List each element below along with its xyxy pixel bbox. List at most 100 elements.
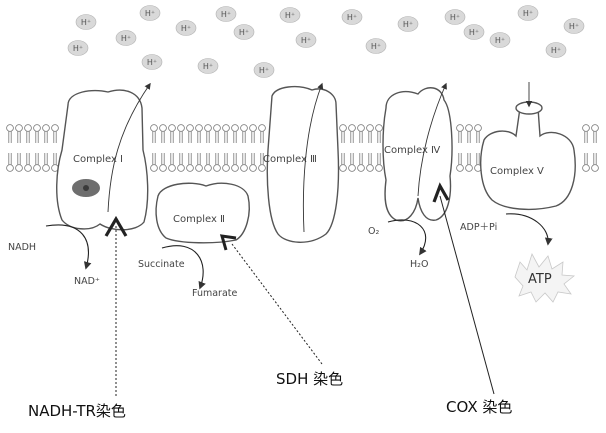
atp-burst: ATP [515, 254, 574, 302]
lipid-head [151, 165, 158, 172]
lipid-head [205, 165, 212, 172]
nadh-arrow [46, 225, 88, 268]
lipid-head [232, 165, 239, 172]
lipid-head [250, 165, 257, 172]
lipid-head [205, 125, 212, 132]
complex-5-label: Complex Ⅴ [490, 166, 544, 177]
lipid-head [367, 125, 374, 132]
complex-1: Complex Ⅰ [57, 90, 148, 230]
lipid-head [592, 125, 599, 132]
lipid-head [214, 165, 221, 172]
lipid-head [466, 125, 473, 132]
complex-5-shape [481, 104, 575, 210]
lipid-head [7, 165, 14, 172]
sdh-stain-label: SDH 染色 [276, 368, 343, 389]
proton-ion-label: H⁺ [371, 42, 381, 51]
lipid-head [259, 165, 266, 172]
fumarate-label: Fumarate [192, 288, 237, 299]
proton-ion-label: H⁺ [347, 13, 357, 22]
lipid-head [592, 165, 599, 172]
nadh-label: NADH [8, 242, 36, 253]
lipid-head [25, 165, 32, 172]
lipid-head [223, 125, 230, 132]
cox-stain-label: COX 染色 [446, 396, 512, 417]
nad-label: NAD⁺ [74, 276, 100, 287]
lipid-head [358, 165, 365, 172]
lipid-head [367, 165, 374, 172]
adp-arrow [506, 214, 548, 244]
proton-ion-label: H⁺ [81, 18, 91, 27]
proton-ion-label: H⁺ [495, 36, 505, 45]
lipid-head [34, 165, 41, 172]
lipid-head [376, 165, 383, 172]
h2o-label: H₂O [410, 259, 428, 270]
proton-ion-label: H⁺ [469, 28, 479, 37]
proton-ion-label: H⁺ [285, 11, 295, 20]
complex-4-label: Complex Ⅳ [384, 145, 441, 156]
proton-ion-label: H⁺ [181, 24, 191, 33]
complex-2-label: Complex Ⅱ [173, 214, 225, 225]
lipid-head [241, 125, 248, 132]
lipid-head [169, 165, 176, 172]
lipid-head [457, 165, 464, 172]
complex-2-shape [156, 183, 249, 243]
complex-3-label: Complex Ⅲ [263, 154, 317, 165]
proton-ion-label: H⁺ [147, 58, 157, 67]
lipid-head [241, 165, 248, 172]
lipid-head [25, 125, 32, 132]
proton-cloud: H⁺ H⁺ H⁺ H⁺ H⁺ H⁺ H⁺ H⁺ H⁺ H⁺ H⁺ H⁺ H⁺ H⁺ H⁺ H⁺ H⁺ H⁺ H⁺ H⁺… [68, 6, 584, 78]
proton-ion-label: H⁺ [73, 44, 83, 53]
proton-ion-label: H⁺ [121, 34, 131, 43]
lipid-head [178, 125, 185, 132]
lipid-head [583, 125, 590, 132]
lipid-head [160, 165, 167, 172]
lipid-head [340, 125, 347, 132]
lipid-head [358, 125, 365, 132]
lipid-head [466, 165, 473, 172]
fmn-spot-core [83, 185, 89, 191]
o2-arrow [388, 220, 426, 254]
lipid-head [34, 125, 41, 132]
proton-ion-label: H⁺ [450, 13, 460, 22]
lipid-head [16, 125, 23, 132]
lipid-head [232, 125, 239, 132]
complex-5: Complex Ⅴ [481, 102, 575, 209]
lipid-head [475, 125, 482, 132]
proton-ion-label: H⁺ [259, 66, 269, 75]
lipid-head [160, 125, 167, 132]
proton-ion-label: H⁺ [239, 28, 249, 37]
lipid-head [457, 125, 464, 132]
lipid-head [178, 165, 185, 172]
proton-ion-label: H⁺ [569, 22, 579, 31]
lipid-head [349, 125, 356, 132]
lipid-head [340, 165, 347, 172]
proton-ion-label: H⁺ [403, 20, 413, 29]
proton-ion-label: H⁺ [145, 9, 155, 18]
lipid-head [7, 125, 14, 132]
lipid-head [196, 165, 203, 172]
adp-pi-label: ADP＋Pi [460, 222, 497, 233]
lipid-head [349, 165, 356, 172]
complex-3: Complex Ⅲ [263, 87, 339, 243]
lipid-head [43, 125, 50, 132]
nadh-tr-stain-label: NADH-TR染色 [28, 400, 126, 421]
lipid-head [43, 165, 50, 172]
lipid-head [223, 165, 230, 172]
lipid-head [583, 165, 590, 172]
proton-ion-label: H⁺ [523, 9, 533, 18]
lipid-head [187, 125, 194, 132]
lipid-head [214, 125, 221, 132]
atp-label: ATP [528, 272, 552, 287]
lipid-head [259, 125, 266, 132]
sdh-chevron [222, 236, 236, 250]
proton-ion-label: H⁺ [221, 10, 231, 19]
lipid-head [376, 125, 383, 132]
proton-ion-label: H⁺ [551, 46, 561, 55]
complex-2: Complex Ⅱ [156, 183, 249, 243]
proton-ion-label: H⁺ [203, 62, 213, 71]
lipid-head [250, 125, 257, 132]
lipid-head [151, 125, 158, 132]
lipid-head [187, 165, 194, 172]
lipid-head [52, 125, 59, 132]
